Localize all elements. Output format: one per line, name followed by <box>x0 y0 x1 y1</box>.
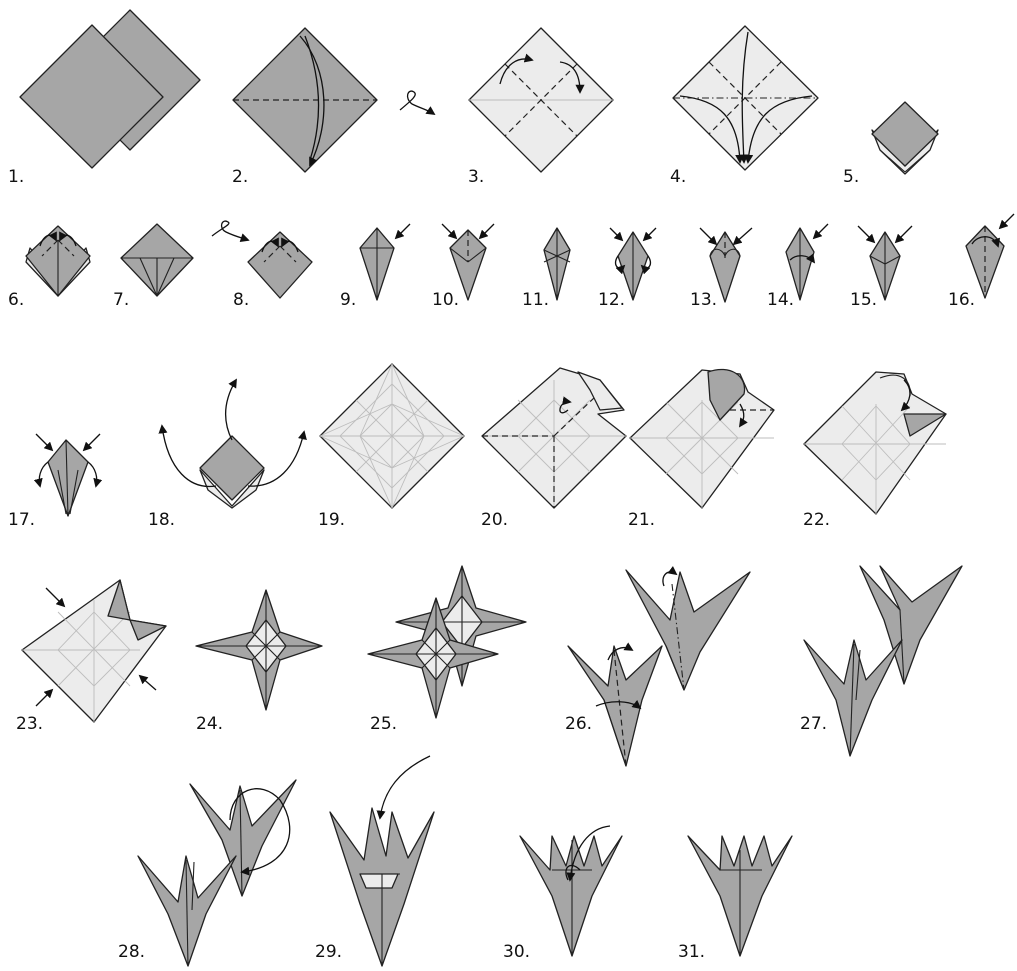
step-29-figure <box>330 756 434 966</box>
step-6-figure <box>26 226 90 296</box>
step-17-figure <box>36 434 100 516</box>
step-14-figure <box>786 224 828 300</box>
step-21-figure <box>630 369 774 508</box>
step-5-figure <box>872 102 938 174</box>
step-20-label: 20. <box>481 510 508 530</box>
step-23-figure <box>22 580 166 722</box>
turn-over-icon <box>400 91 434 114</box>
step-19-label: 19. <box>318 510 345 530</box>
step-12-label: 12. <box>598 290 625 310</box>
step-30-label: 30. <box>503 942 530 962</box>
step-3-figure <box>469 28 613 172</box>
step-13-label: 13. <box>690 290 717 310</box>
step-18-label: 18. <box>148 510 175 530</box>
step-8-label: 8. <box>233 290 249 310</box>
step-28-figure <box>138 780 296 966</box>
step-26-label: 26. <box>565 714 592 734</box>
step-22-label: 22. <box>803 510 830 530</box>
step-20-figure <box>482 368 626 508</box>
step-28-label: 28. <box>118 942 145 962</box>
step-3-label: 3. <box>468 167 484 187</box>
step-19-figure <box>320 364 464 508</box>
step-8-figure <box>212 221 312 298</box>
step-6-label: 6. <box>8 290 24 310</box>
step-9-figure <box>360 224 410 300</box>
step-16-figure <box>966 214 1014 298</box>
step-2-figure <box>233 28 377 172</box>
step-1-figure <box>20 10 200 168</box>
step-27-figure <box>804 566 962 756</box>
step-15-figure <box>858 226 912 300</box>
step-2-label: 2. <box>232 167 248 187</box>
step-25-figure <box>368 566 526 718</box>
step-23-label: 23. <box>16 714 43 734</box>
step-4-figure <box>673 26 818 170</box>
step-22-figure <box>804 372 946 514</box>
step-15-label: 15. <box>850 290 877 310</box>
step-18-figure <box>162 380 304 508</box>
step-9-label: 9. <box>340 290 356 310</box>
step-31-label: 31. <box>678 942 705 962</box>
step-29-label: 29. <box>315 942 342 962</box>
step-25-label: 25. <box>370 714 397 734</box>
step-10-figure <box>442 224 494 300</box>
step-4-label: 4. <box>670 167 686 187</box>
step-11-label: 11. <box>522 290 549 310</box>
step-7-label: 7. <box>113 290 129 310</box>
step-16-label: 16. <box>948 290 975 310</box>
step-7-figure <box>121 224 193 296</box>
step-24-label: 24. <box>196 714 223 734</box>
step-24-figure <box>196 590 322 710</box>
step-17-label: 17. <box>8 510 35 530</box>
step-10-label: 10. <box>432 290 459 310</box>
step-26-figure <box>568 570 750 766</box>
step-5-label: 5. <box>843 167 859 187</box>
step-30-figure <box>520 826 622 956</box>
step-1-label: 1. <box>8 167 24 187</box>
step-31-figure <box>688 836 792 956</box>
step-21-label: 21. <box>628 510 655 530</box>
step-27-label: 27. <box>800 714 827 734</box>
step-14-label: 14. <box>767 290 794 310</box>
